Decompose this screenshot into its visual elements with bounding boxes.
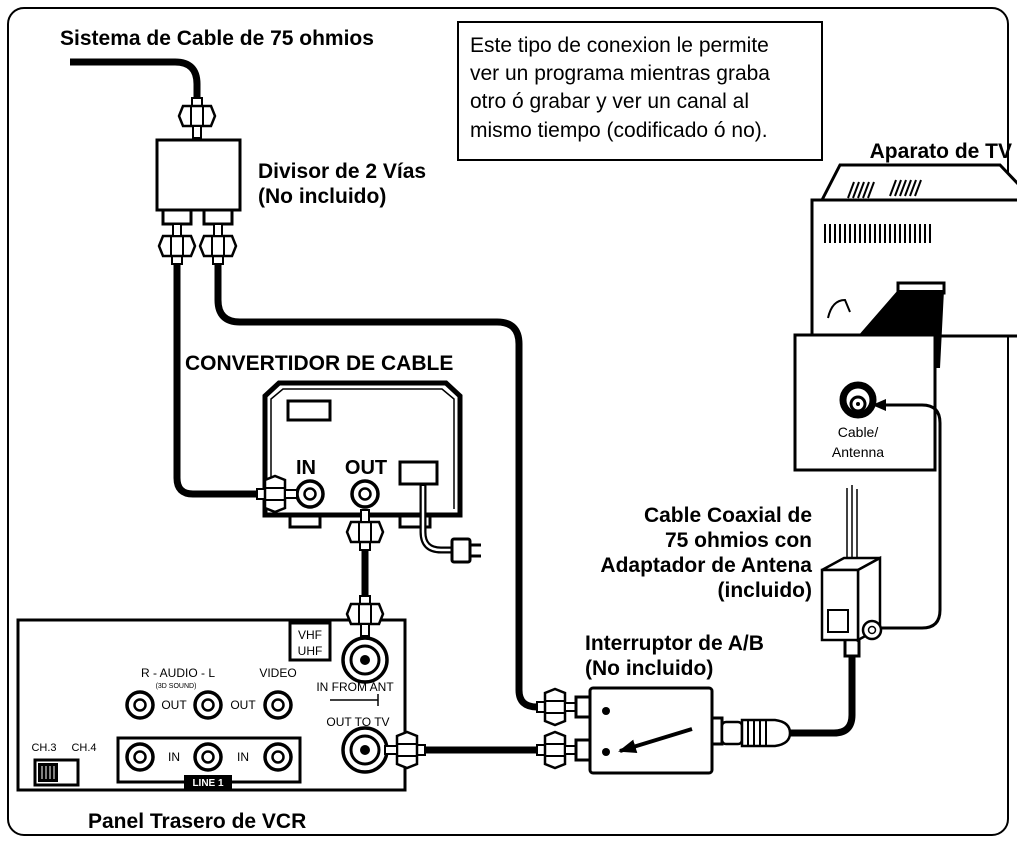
sound-mode-label: (3D SOUND): [156, 683, 197, 690]
audio-in-right-jack: [125, 742, 155, 772]
ch4-label: CH.4: [71, 742, 96, 754]
cables: [70, 58, 856, 754]
ab-input-plug-b: [535, 730, 579, 770]
out-to-tv-label: OUT TO TV: [326, 715, 389, 729]
splitter-to-ab-switch-cable: [214, 264, 538, 711]
figure-frame: [7, 7, 1009, 836]
tv-jack-label-line2: Antenna: [832, 444, 884, 460]
vhf-label: VHF: [298, 628, 322, 642]
power-plug: [450, 537, 472, 564]
ab-contact-a: [602, 707, 610, 715]
line1-badge: [184, 775, 232, 789]
vhf-uhf-box: [288, 621, 332, 662]
tv-body-vents: [824, 224, 931, 243]
ab-port-b: [574, 738, 592, 762]
audio-label: R - AUDIO - L: [141, 666, 215, 680]
ab-port-a: [574, 695, 592, 719]
in-from-ant-bracket: [330, 694, 379, 706]
ab-switch: [535, 686, 792, 775]
note-line-4: mismo tiempo (codificado ó no).: [470, 119, 768, 142]
tv-jack-label-line1: Cable/: [838, 424, 879, 440]
vcr-panel-title: Panel Trasero de VCR: [88, 810, 306, 833]
in-from-ant-jack: [341, 636, 389, 684]
two-way-splitter: [155, 96, 242, 266]
out-to-tv-jack: [341, 726, 389, 774]
audio-in-label: IN: [168, 750, 180, 764]
audio-in-left-jack: [193, 742, 223, 772]
note-box-border: [457, 21, 823, 161]
tv-set-label: Aparato de TV: [870, 140, 1012, 163]
in-from-ant-label: IN FROM ANT: [316, 680, 394, 694]
splitter-label-line1: Divisor de 2 Vías: [258, 160, 426, 183]
tv-jack-pin: [856, 402, 860, 406]
power-plug-prongs: [470, 543, 481, 558]
coax-label-line2: 75 ohmios con: [665, 529, 812, 552]
audio-out-right-jack: [125, 690, 155, 720]
video-out-jack: [263, 690, 293, 720]
video-out-label: OUT: [230, 698, 256, 712]
ch3-label: CH.3: [31, 742, 56, 754]
splitter-port-right: [202, 208, 234, 226]
tv-rear-cable-loop: [827, 298, 851, 319]
splitter-port-left: [161, 208, 193, 226]
splitter-output-plug-right: [198, 222, 238, 266]
adapter-screw-center: [867, 625, 877, 635]
adapter-terminal-cover: [827, 609, 849, 633]
uhf-label: UHF: [298, 644, 323, 658]
note-line-2: ver un programa mientras graba: [470, 62, 770, 85]
ab-selector-arrow: [618, 727, 693, 754]
note-box: Este tipo de conexion le permite ver un …: [457, 21, 823, 161]
incoming-cable: [70, 58, 201, 99]
adapter-to-tv-lead: [872, 399, 942, 630]
converter-in-label: IN: [296, 457, 316, 479]
video-in-label: IN: [237, 750, 249, 764]
ab-input-plug-a: [535, 687, 579, 727]
splitter-output-plug-left: [157, 222, 197, 266]
tv-zoom-wedge: [858, 290, 944, 368]
cable-converter: IN OUT: [255, 380, 481, 564]
converter-out-jack: [350, 479, 380, 509]
splitter-body: [155, 138, 242, 212]
converter-in-jack: [295, 479, 325, 509]
tv-shell-vents: [847, 179, 922, 199]
converter-inner-edge: [270, 388, 455, 509]
splitter-to-converter-cable: [173, 264, 257, 498]
video-in-jack: [263, 742, 293, 772]
channel-switch-ridges: [41, 766, 55, 779]
audio-out-left-jack: [193, 690, 223, 720]
antenna-adapter: [820, 485, 883, 658]
adapter-lead-wires: [846, 485, 858, 562]
vcr-rear-panel: VHF UHF IN FROM ANT OUT TO TV R - AUDIO …: [16, 594, 427, 792]
splitter-label-line2: (No incluido): [258, 185, 386, 208]
coax-label-line3: Adaptador de Antena: [600, 554, 812, 577]
channel-switch-knob: [38, 763, 58, 782]
ab-output-connector-ridges: [747, 721, 767, 745]
splitter-input-plug: [177, 96, 217, 140]
converter-label-plate: [286, 399, 332, 422]
converter-out-label: OUT: [345, 457, 387, 479]
coax-label-line4: (incluido): [718, 579, 812, 602]
audio-out-label: OUT: [161, 698, 187, 712]
cable-system-label: Sistema de Cable de 75 ohmios: [60, 27, 374, 50]
tv-set: Cable/ Antenna: [793, 163, 1017, 472]
ab-switch-to-adapter-cable: [790, 655, 856, 737]
ab-output-collar: [720, 720, 744, 746]
ab-switch-body: [588, 686, 714, 775]
coax-label-line1: Cable Coaxial de: [644, 504, 812, 527]
video-label: VIDEO: [259, 666, 296, 680]
note-line-1: Este tipo de conexion le permite: [470, 34, 769, 57]
ab-output-port: [710, 716, 724, 746]
converter-title: CONVERTIDOR DE CABLE: [185, 352, 453, 375]
ab-contact-b: [602, 748, 610, 756]
note-line-3: otro ó grabar y ver un canal al: [470, 90, 749, 113]
power-cord-core: [421, 486, 453, 552]
ab-switch-label-line1: Interruptor de A/B: [585, 632, 764, 655]
line1-label: LINE 1: [192, 778, 224, 789]
converter-power-block: [398, 460, 439, 486]
ab-switch-label-line2: (No incluido): [585, 657, 713, 680]
